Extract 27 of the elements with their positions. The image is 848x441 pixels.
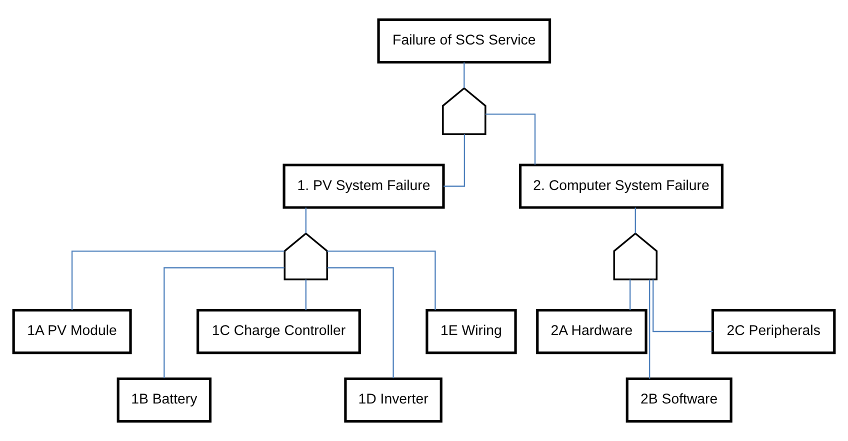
node-gate	[613, 232, 658, 280]
node-box: 1E Wiring	[426, 308, 517, 354]
connector	[634, 208, 636, 234]
connector	[649, 280, 650, 379]
connector	[305, 280, 306, 310]
node-box: 1. PV System Failure	[282, 164, 445, 209]
connector	[630, 280, 631, 310]
node-box: 1A PV Module	[12, 308, 132, 354]
connector	[464, 62, 465, 88]
node-box: 2. Computer System Failure	[518, 164, 724, 209]
node-box: 1C Charge Controller	[196, 308, 361, 354]
connector	[71, 250, 284, 310]
connector	[485, 114, 536, 165]
connector	[652, 280, 713, 332]
node-box: 1D Inverter	[344, 377, 442, 423]
node-box: 2A Hardware	[536, 308, 648, 354]
connector	[164, 267, 284, 378]
node-box: 2C Peripherals	[711, 308, 836, 354]
connector	[328, 267, 394, 378]
node-gate	[284, 232, 328, 280]
connector	[444, 134, 466, 187]
node-gate	[442, 87, 486, 136]
connector	[305, 208, 306, 234]
connector	[327, 250, 436, 310]
node-box: Failure of SCS Service	[377, 18, 552, 64]
node-box: 1B Battery	[116, 377, 212, 423]
node-box: 2B Software	[626, 377, 732, 423]
